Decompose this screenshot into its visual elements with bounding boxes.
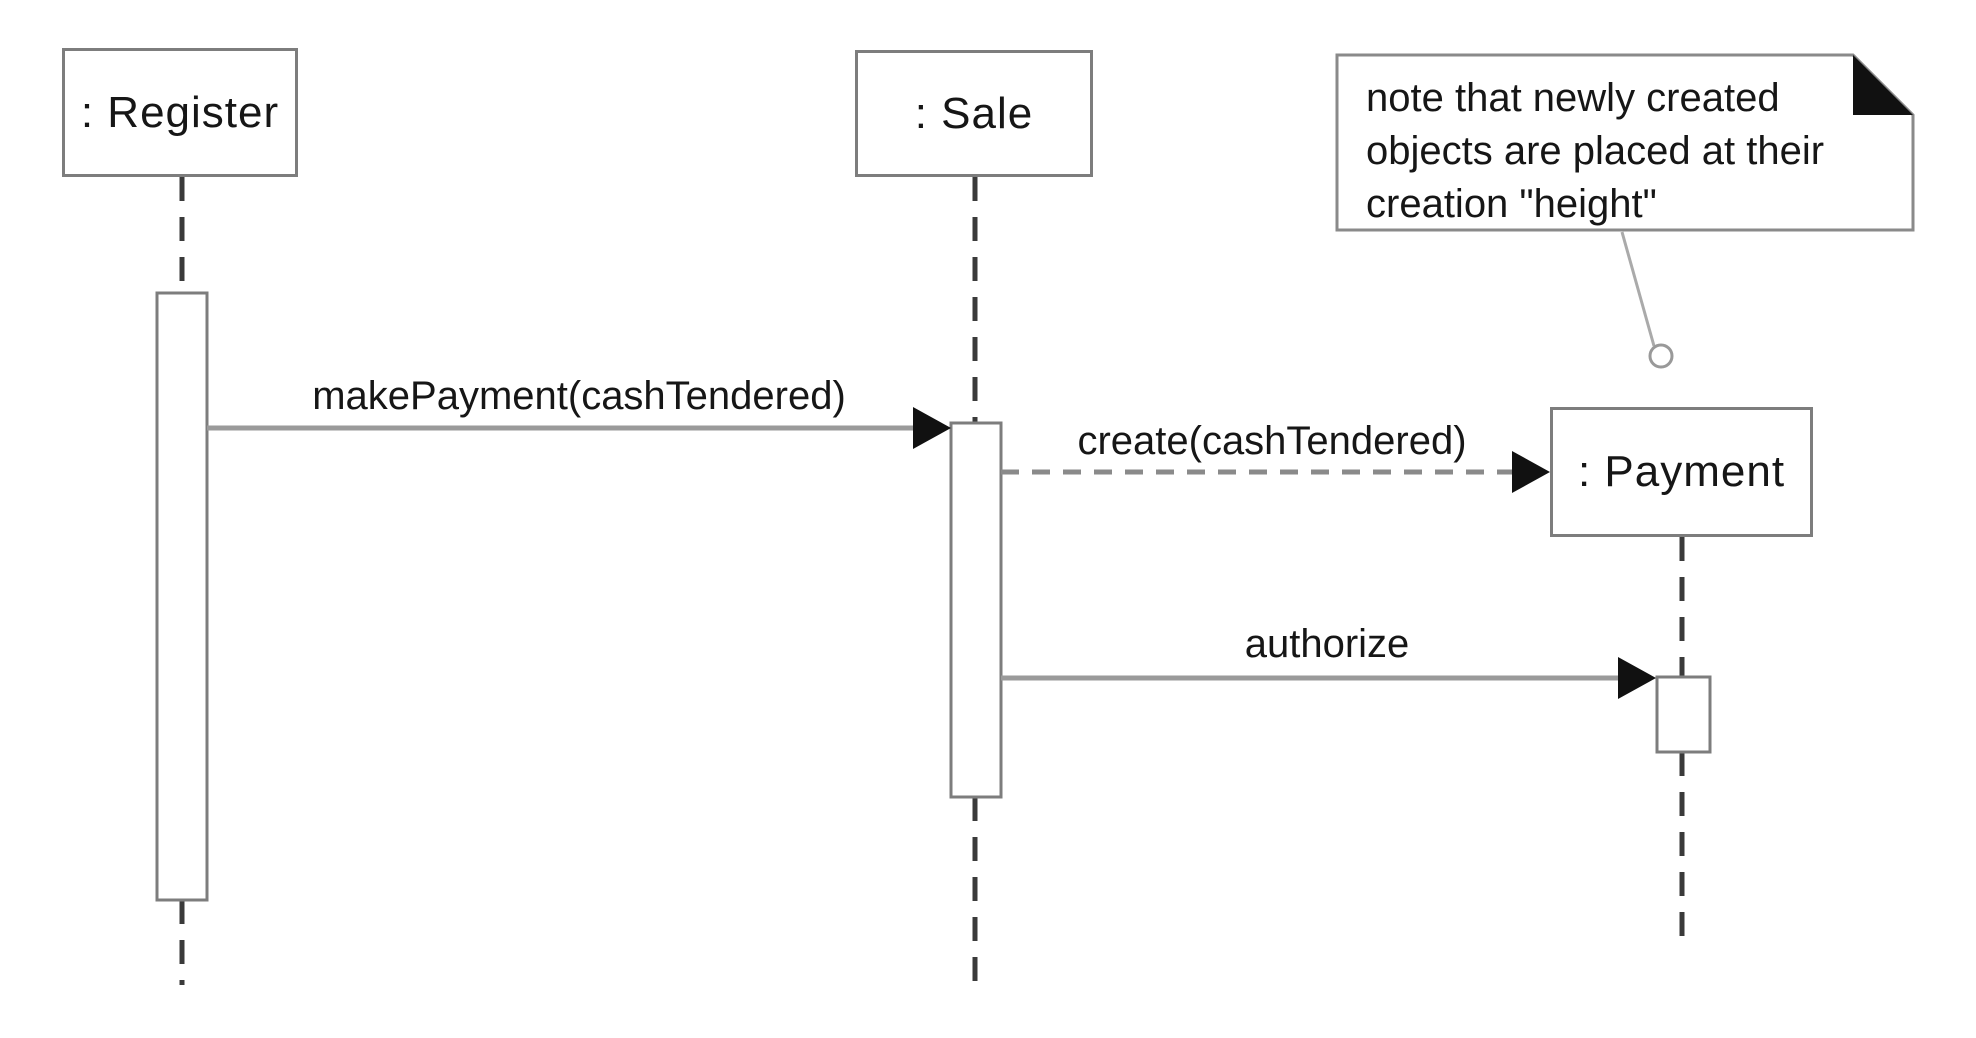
sale-activation-bar (949, 421, 1003, 799)
message-label-makepayment: makePayment(cashTendered) (312, 374, 846, 418)
participant-box-sale: : Sale (855, 50, 1093, 177)
makepayment-arrowhead-icon (913, 407, 951, 449)
participant-label-payment: : Payment (1577, 447, 1786, 496)
participant-label-register: : Register (80, 87, 280, 137)
note-text-line-1: note that newly created (1366, 76, 1780, 120)
note-shape (1335, 53, 1915, 232)
participant-label-sale: : Sale (914, 88, 1034, 138)
note-text-line-2: objects are placed at their (1366, 129, 1825, 173)
note-text-line-3: creation "height" (1366, 182, 1657, 226)
participant-box-register: : Register (62, 48, 298, 177)
payment-activation-bar (1655, 675, 1712, 754)
note-text: note that newly created objects are plac… (1366, 72, 1886, 231)
message-label-create: create(cashTendered) (1077, 419, 1467, 463)
note-fold-icon (1853, 55, 1913, 115)
participant-box-payment: : Payment (1550, 407, 1813, 537)
note-anchor-circle (1648, 343, 1674, 369)
register-activation-bar (155, 291, 209, 902)
authorize-arrowhead-icon (1618, 657, 1656, 699)
note-connector-line (1620, 231, 1656, 347)
create-arrowhead-icon (1512, 451, 1550, 493)
message-label-authorize: authorize (1244, 622, 1410, 666)
